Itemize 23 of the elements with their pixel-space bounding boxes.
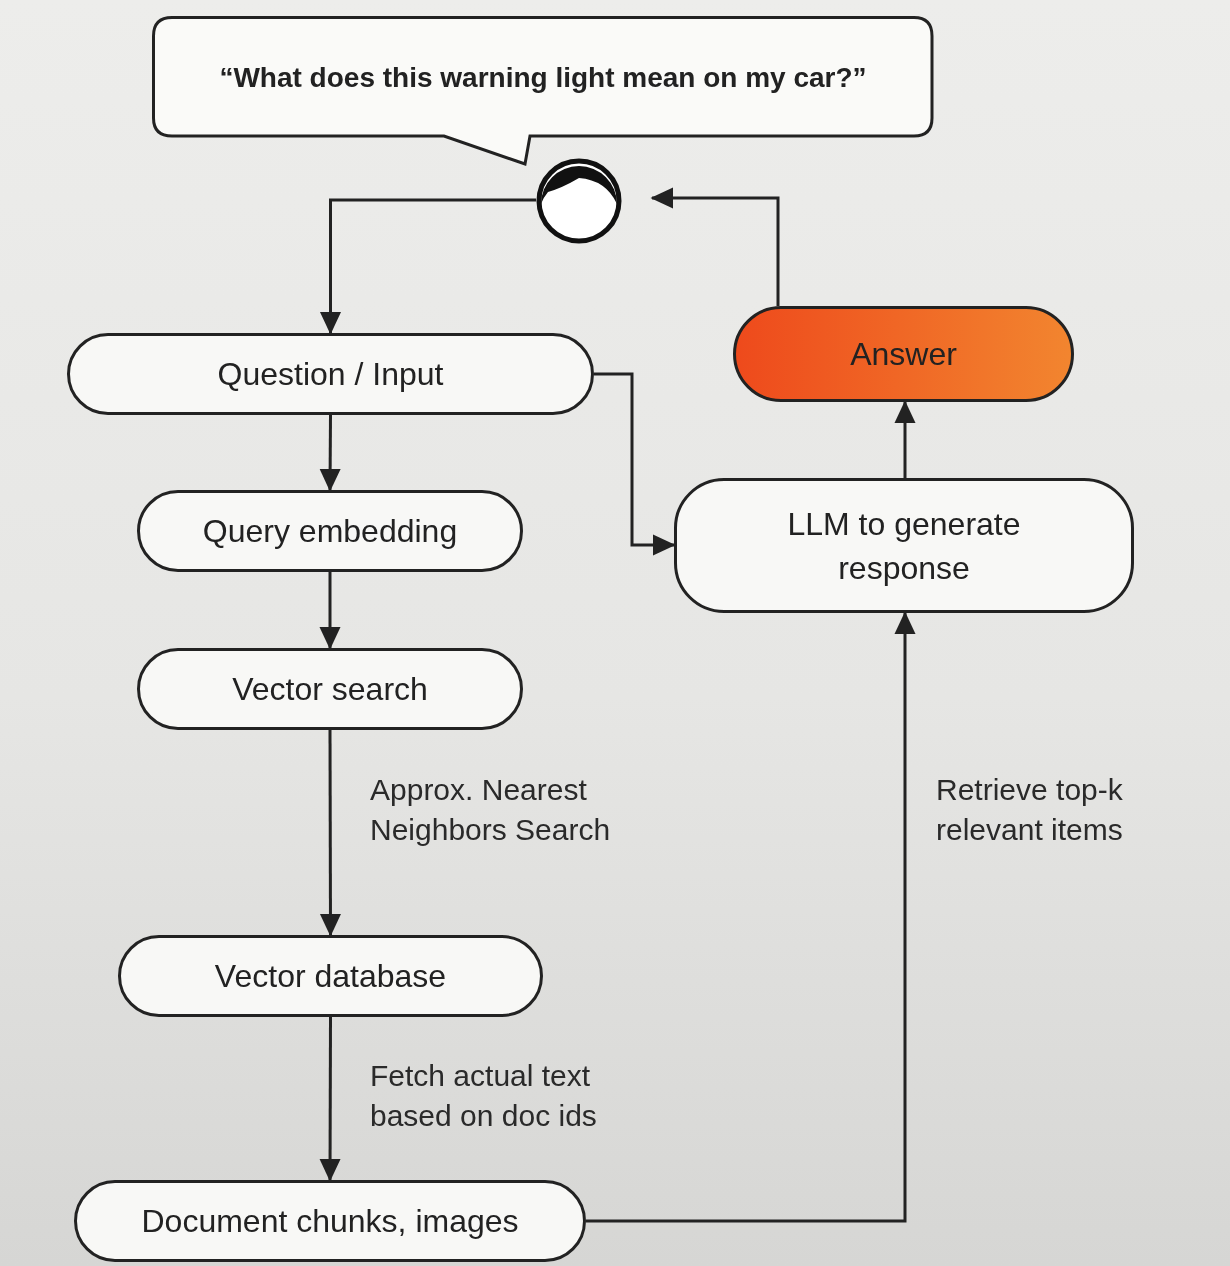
node-label: “What does this warning light mean on my car?”: [219, 61, 867, 95]
node-label: Vector database: [214, 957, 447, 996]
arrow: [894, 400, 916, 478]
speech-bubble: [152, 16, 934, 166]
process-pill: [674, 478, 1134, 613]
arrow: [320, 198, 536, 335]
node-label: Document chunks, images: [141, 1202, 519, 1241]
arrow: [650, 187, 780, 306]
edge-label: Fetch actual text based on doc ids: [370, 1058, 598, 1134]
arrow: [319, 1017, 341, 1182]
arrow: [319, 572, 341, 650]
arrow: [319, 730, 341, 937]
node-label: Question / Input: [217, 355, 444, 394]
arrow: [586, 611, 916, 1223]
person-avatar: [536, 158, 622, 244]
node-label: Vector search: [232, 670, 428, 709]
node-label: Answer: [850, 335, 957, 374]
node-label: Query embedding: [202, 512, 458, 551]
edge-label: Retrieve top-k relevant items: [936, 772, 1124, 848]
node-label: LLM to generate response: [786, 504, 1022, 588]
arrow: [594, 372, 676, 556]
arrow: [319, 415, 341, 492]
edge-label: Approx. Nearest Neighbors Search: [370, 772, 612, 848]
